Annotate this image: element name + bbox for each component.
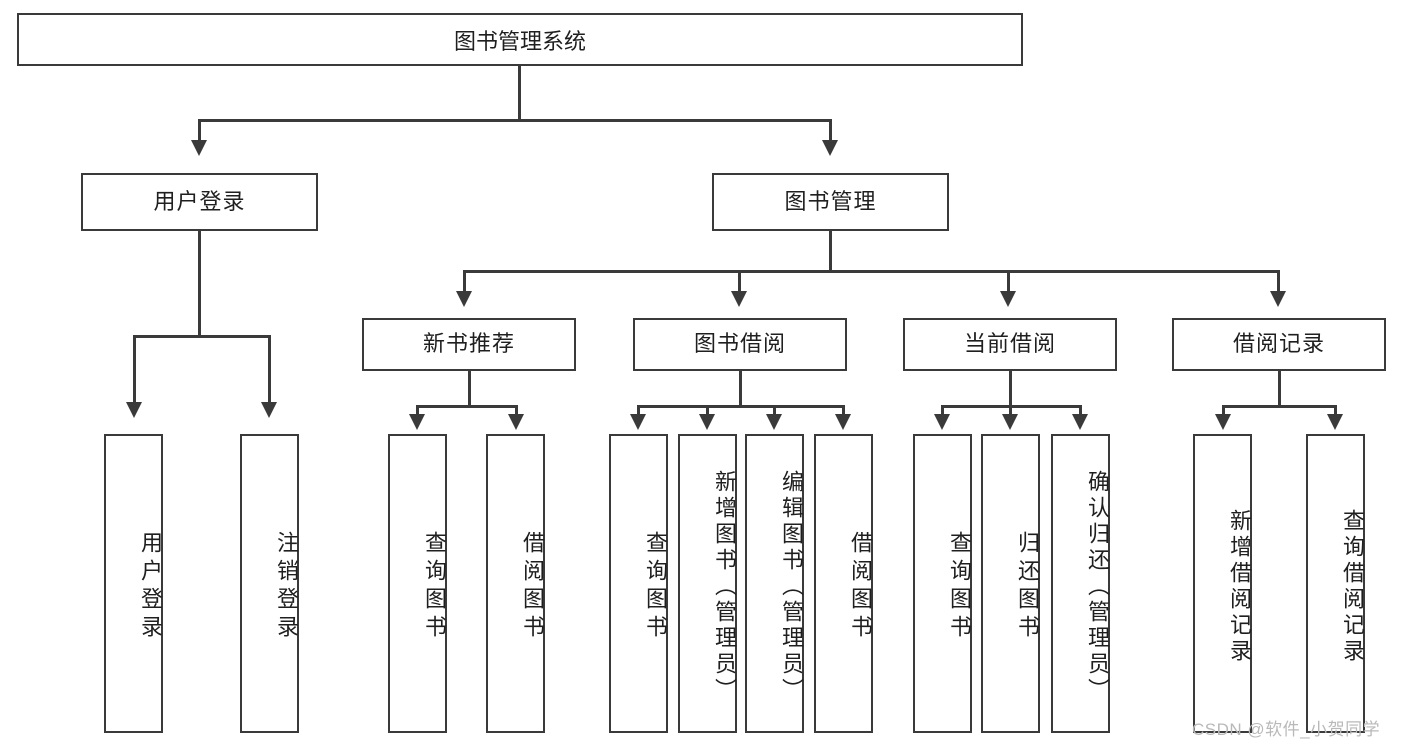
connector-bookmgmt-to-borrow bbox=[738, 270, 741, 296]
connector-records-right bbox=[1334, 405, 1337, 417]
leaf-query-borrow-record[interactable]: 查询借阅记录 bbox=[1306, 434, 1365, 733]
node-new-book-recommend[interactable]: 新书推荐 bbox=[362, 318, 576, 371]
node-borrow-records[interactable]: 借阅记录 bbox=[1172, 318, 1386, 371]
connector-borrow-bus bbox=[637, 405, 844, 408]
node-book-management-label: 图书管理 bbox=[784, 188, 877, 214]
connector-borrow-c4 bbox=[842, 405, 845, 417]
node-current-borrow-label: 当前借阅 bbox=[963, 331, 1056, 357]
arrow-current-to-return bbox=[1002, 414, 1018, 430]
connector-records-left bbox=[1222, 405, 1225, 417]
leaf-newbooks-borrow-book[interactable]: 借阅图书 bbox=[486, 434, 545, 733]
leaf-user-login-label: 用户登录 bbox=[138, 530, 163, 643]
arrow-borrow-to-edit bbox=[766, 414, 782, 430]
connector-login-right bbox=[268, 335, 271, 407]
leaf-edit-book-admin[interactable]: 编辑图书（管理员） bbox=[745, 434, 804, 733]
arrow-newbooks-to-borrow bbox=[508, 414, 524, 430]
arrow-newbooks-to-query bbox=[409, 414, 425, 430]
leaf-borrow-query-book-label: 查询图书 bbox=[643, 530, 668, 643]
leaf-add-borrow-record-label: 新增借阅记录 bbox=[1227, 508, 1252, 665]
connector-bookmgmt-bus bbox=[463, 270, 1280, 273]
connector-newbooks-left bbox=[416, 405, 419, 417]
connector-records-bus bbox=[1222, 405, 1337, 408]
arrow-current-to-confirm bbox=[1072, 414, 1088, 430]
arrow-bookmgmt-to-borrow bbox=[731, 291, 747, 307]
leaf-current-query-book[interactable]: 查询图书 bbox=[913, 434, 972, 733]
connector-current-c3 bbox=[1079, 405, 1082, 417]
connector-newbooks-right bbox=[515, 405, 518, 417]
connector-bookmgmt-to-newbooks bbox=[463, 270, 466, 296]
leaf-user-login[interactable]: 用户登录 bbox=[104, 434, 163, 733]
connector-bookmgmt-to-records bbox=[1277, 270, 1280, 296]
leaf-newbooks-query-book[interactable]: 查询图书 bbox=[388, 434, 447, 733]
arrow-borrow-to-lend bbox=[835, 414, 851, 430]
connector-current-c2 bbox=[1009, 405, 1012, 417]
leaf-return-book-label: 归还图书 bbox=[1015, 530, 1040, 643]
leaf-add-borrow-record[interactable]: 新增借阅记录 bbox=[1193, 434, 1252, 733]
leaf-borrow-lend-book[interactable]: 借阅图书 bbox=[814, 434, 873, 733]
leaf-return-book[interactable]: 归还图书 bbox=[981, 434, 1040, 733]
leaf-borrow-lend-book-label: 借阅图书 bbox=[848, 530, 873, 643]
arrow-records-to-add bbox=[1215, 414, 1231, 430]
connector-root-to-bookmgmt bbox=[829, 119, 832, 145]
connector-login-left bbox=[133, 335, 136, 407]
connector-bookmgmt-stem bbox=[829, 231, 832, 270]
csdn-watermark: CSDN @软件_小贺同学 bbox=[1192, 720, 1381, 739]
leaf-edit-book-admin-label: 编辑图书（管理员） bbox=[779, 469, 804, 704]
connector-login-bus bbox=[133, 335, 270, 338]
node-user-login[interactable]: 用户登录 bbox=[81, 173, 318, 231]
node-book-borrow-label: 图书借阅 bbox=[693, 331, 786, 357]
connector-root-to-login bbox=[198, 119, 201, 145]
arrow-records-to-query bbox=[1327, 414, 1343, 430]
arrow-root-to-login bbox=[191, 140, 207, 156]
connector-root-stem bbox=[518, 66, 521, 119]
connector-borrow-c1 bbox=[637, 405, 640, 417]
leaf-confirm-return-admin-label: 确认归还（管理员） bbox=[1085, 469, 1110, 704]
leaf-logout[interactable]: 注销登录 bbox=[240, 434, 299, 733]
leaf-add-book-admin-label: 新增图书（管理员） bbox=[712, 469, 737, 704]
leaf-confirm-return-admin[interactable]: 确认归还（管理员） bbox=[1051, 434, 1110, 733]
leaf-current-query-book-label: 查询图书 bbox=[947, 530, 972, 643]
arrow-login-to-logout bbox=[261, 402, 277, 418]
connector-bookmgmt-to-current bbox=[1007, 270, 1010, 296]
node-borrow-records-label: 借阅记录 bbox=[1232, 331, 1325, 357]
node-new-book-recommend-label: 新书推荐 bbox=[422, 331, 515, 357]
node-user-login-label: 用户登录 bbox=[153, 188, 246, 214]
connector-newbooks-bus bbox=[416, 405, 517, 408]
connector-borrow-c2 bbox=[706, 405, 709, 417]
arrow-login-to-user-login bbox=[126, 402, 142, 418]
arrow-borrow-to-query bbox=[630, 414, 646, 430]
node-root[interactable]: 图书管理系统 bbox=[17, 13, 1023, 66]
node-current-borrow[interactable]: 当前借阅 bbox=[903, 318, 1117, 371]
connector-root-bus bbox=[198, 119, 832, 122]
connector-login-stem bbox=[198, 231, 201, 335]
connector-newbooks-stem bbox=[468, 371, 471, 405]
connector-current-stem bbox=[1009, 371, 1012, 405]
arrow-bookmgmt-to-current bbox=[1000, 291, 1016, 307]
arrow-bookmgmt-to-newbooks bbox=[456, 291, 472, 307]
node-book-borrow[interactable]: 图书借阅 bbox=[633, 318, 847, 371]
arrow-root-to-bookmgmt bbox=[822, 140, 838, 156]
arrow-current-to-query bbox=[934, 414, 950, 430]
leaf-newbooks-query-book-label: 查询图书 bbox=[422, 530, 447, 643]
leaf-add-book-admin[interactable]: 新增图书（管理员） bbox=[678, 434, 737, 733]
leaf-newbooks-borrow-book-label: 借阅图书 bbox=[520, 530, 545, 643]
leaf-query-borrow-record-label: 查询借阅记录 bbox=[1340, 508, 1365, 665]
leaf-logout-label: 注销登录 bbox=[274, 530, 299, 643]
connector-current-c1 bbox=[941, 405, 944, 417]
node-root-label: 图书管理系统 bbox=[453, 28, 586, 54]
leaf-borrow-query-book[interactable]: 查询图书 bbox=[609, 434, 668, 733]
connector-borrow-c3 bbox=[773, 405, 776, 417]
connector-records-stem bbox=[1278, 371, 1281, 405]
connector-borrow-stem bbox=[739, 371, 742, 405]
node-book-management[interactable]: 图书管理 bbox=[712, 173, 949, 231]
arrow-borrow-to-add bbox=[699, 414, 715, 430]
arrow-bookmgmt-to-records bbox=[1270, 291, 1286, 307]
